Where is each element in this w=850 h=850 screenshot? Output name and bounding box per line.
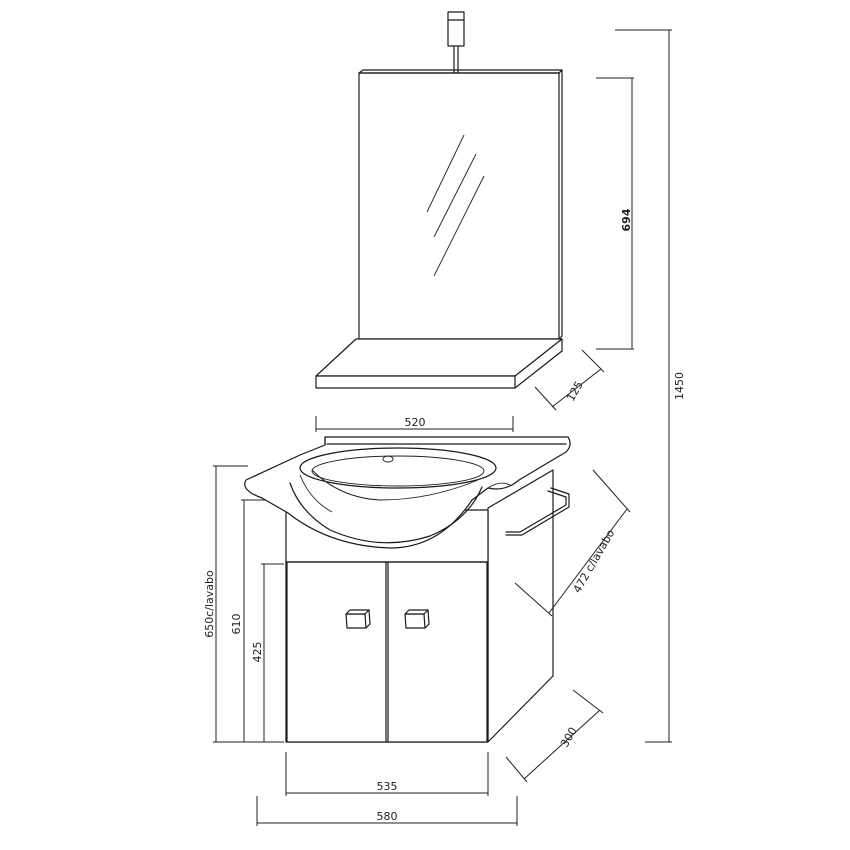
dim-cabinet-height-label: 610 xyxy=(230,614,243,635)
dim-basin-depth-label: 472 c/lavabo xyxy=(571,527,618,595)
dim-height-with-basin-label: 650c/lavabo xyxy=(203,570,216,638)
dim-door-height: 425 xyxy=(251,563,284,743)
dim-basin-width-label: 520 xyxy=(405,416,426,429)
dim-shelf-depth: 125 xyxy=(534,349,605,411)
dim-mirror-height: 694 xyxy=(596,77,634,350)
dim-cabinet-width: 535 xyxy=(285,752,489,796)
dim-overall-width-label: 580 xyxy=(377,810,398,823)
dim-mirror-height-label: 694 xyxy=(620,208,633,231)
towel-rail xyxy=(505,487,570,536)
dim-cabinet-depth-label: 300 xyxy=(558,725,580,750)
washbasin xyxy=(244,436,571,549)
lamp xyxy=(447,11,465,74)
glass-shelf xyxy=(315,338,563,389)
cabinet xyxy=(285,469,570,743)
dim-total-height: 1450 xyxy=(615,29,686,743)
door-handle-right xyxy=(404,609,430,629)
dim-overall-width: 580 xyxy=(256,796,518,826)
dim-total-height-label: 1450 xyxy=(673,372,686,400)
dim-cabinet-height: 610 xyxy=(230,499,265,743)
dim-cabinet-width-label: 535 xyxy=(377,780,398,793)
door-handle-left xyxy=(345,609,371,629)
dim-shelf-depth-label: 125 xyxy=(564,379,586,404)
dim-basin-width: 520 xyxy=(315,416,514,432)
mirror xyxy=(358,69,563,340)
dim-height-with-basin: 650c/lavabo xyxy=(203,465,248,743)
dim-door-height-label: 425 xyxy=(251,642,264,663)
